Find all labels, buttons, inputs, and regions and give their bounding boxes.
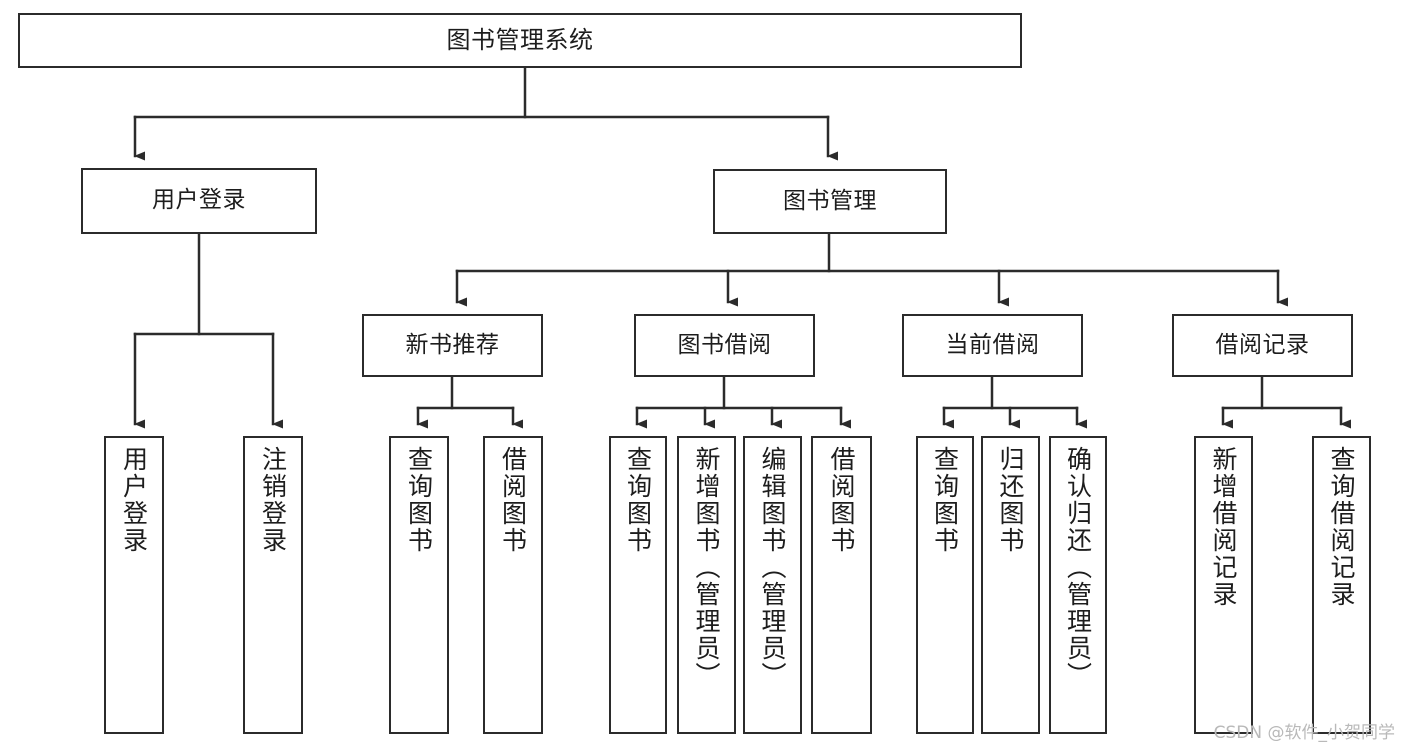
node-label: 借阅图书 [827,446,856,554]
node-label: 用户登录 [119,446,149,554]
node-leaf-query-book-1[interactable]: 查询图书 [389,436,449,734]
node-leaf-add-book[interactable]: 新增图书（管理员） [677,436,736,734]
node-new-book-recommend[interactable]: 新书推荐 [362,314,543,377]
node-leaf-add-record[interactable]: 新增借阅记录 [1194,436,1253,734]
node-label: 新增借阅记录 [1209,446,1238,608]
tree-connectors [133,66,1351,429]
node-label: 查询借阅记录 [1327,446,1356,608]
node-leaf-logout[interactable]: 注销登录 [243,436,303,734]
node-leaf-query-book-2[interactable]: 查询图书 [609,436,667,734]
node-borrow-record[interactable]: 借阅记录 [1172,314,1353,377]
node-label: 查询图书 [623,446,653,554]
node-label: 当前借阅 [945,331,1040,358]
node-label: 借阅图书 [498,446,528,554]
node-leaf-query-book-3[interactable]: 查询图书 [916,436,974,734]
node-label: 借阅记录 [1215,331,1310,358]
node-user-login[interactable]: 用户登录 [81,168,317,234]
node-root-图书管理系统[interactable]: 图书管理系统 [18,13,1022,68]
node-leaf-return-book[interactable]: 归还图书 [981,436,1040,734]
node-current-borrow[interactable]: 当前借阅 [902,314,1083,377]
node-leaf-borrow-book-1[interactable]: 借阅图书 [483,436,543,734]
node-leaf-edit-book[interactable]: 编辑图书（管理员） [743,436,802,734]
node-leaf-confirm-return[interactable]: 确认归还（管理员） [1049,436,1107,734]
node-label: 注销登录 [258,446,288,554]
node-label: 新增图书（管理员） [692,446,721,689]
node-book-borrow[interactable]: 图书借阅 [634,314,815,377]
node-label: 确认归还（管理员） [1063,446,1093,689]
node-label: 归还图书 [996,446,1025,554]
node-label: 图书管理系统 [446,26,594,55]
node-leaf-query-record[interactable]: 查询借阅记录 [1312,436,1371,734]
node-label: 新书推荐 [405,331,500,358]
node-label: 查询图书 [930,446,960,554]
node-label: 用户登录 [152,187,246,214]
node-label: 图书管理 [783,187,877,214]
node-label: 查询图书 [404,446,434,554]
node-book-manage[interactable]: 图书管理 [713,169,947,234]
node-label: 图书借阅 [677,331,772,358]
node-label: 编辑图书（管理员） [758,446,787,689]
node-leaf-borrow-book-2[interactable]: 借阅图书 [811,436,872,734]
node-leaf-user-login[interactable]: 用户登录 [104,436,164,734]
